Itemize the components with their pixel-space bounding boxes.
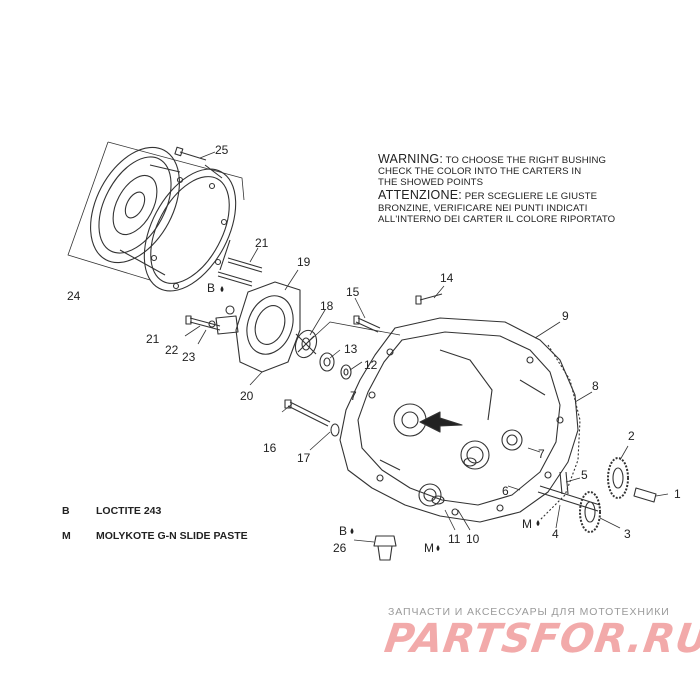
callout-6: 6 [502,484,509,498]
callout-15: 15 [346,285,360,299]
callout-19: 19 [297,255,311,269]
legend-text-loctite: LOCTITE 243 [96,505,162,517]
attention-line-2: BRONZINE, VERIFICARE NEI PUNTI INDICATI [378,202,588,214]
drop-icon [536,520,540,526]
callout-17: 17 [297,451,311,465]
callout-3: 3 [624,527,631,541]
warning-line-1: TO CHOOSE THE RIGHT BUSHING [445,155,607,166]
callout-7-right: 7 [538,447,545,461]
screw-part-25 [174,146,207,161]
warning-title: WARNING: [378,152,444,166]
screw-part-15 [353,315,381,333]
screw-part-14 [415,293,443,305]
callout-m-shaft: M [522,517,532,531]
warning-line-2: CHECK THE COLOR INTO THE CARTERS IN [378,166,582,178]
callout-25: 25 [215,143,229,157]
legend-molykote: M MOLYKOTE G-N SLIDE PASTE [62,530,248,542]
callout-8: 8 [592,379,599,393]
gear-part-3 [579,491,601,533]
callout-1: 1 [674,487,681,501]
attention-title: ATTENZIONE: [378,188,462,203]
legend-text-molykote: MOLYKOTE G-N SLIDE PASTE [96,530,248,542]
callout-20: 20 [240,389,254,403]
warning-line-3: THE SHOWED POINTS [378,177,484,189]
callout-b-plug: B [339,524,347,538]
crankcase-part [339,317,579,523]
callout-9: 9 [562,309,569,323]
shaft-part-4 [537,485,601,512]
attention-line-3: ALL'INTERNO DEI CARTER IL COLORE RIPORTA… [378,213,616,225]
clutch-cover-part [90,146,237,292]
indicator-arrow-icon [419,411,463,433]
drop-icon [220,286,224,292]
callout-7-top: 7 [350,389,357,403]
callout-10: 10 [466,532,480,546]
callout-16: 16 [263,441,277,455]
callout-12: 12 [364,358,378,372]
dowel-part-17 [330,423,340,437]
callout-14: 14 [440,271,454,285]
seal-part-13 [319,352,335,372]
callout-21-top: 21 [255,236,269,250]
watermark-logo: PARTSFOR.RU [381,616,700,662]
warning-note: WARNING: TO CHOOSE THE RIGHT BUSHING CHE… [378,152,678,225]
leader-lines [184,151,669,543]
water-pump-part [208,281,301,373]
callout-24: 24 [67,289,81,303]
pin-part-1 [633,487,657,503]
drop-icon [350,528,354,534]
screws-part-21 [185,257,263,331]
callout-4: 4 [552,527,559,541]
callout-13: 13 [344,342,358,356]
callout-m-bushing: M [424,541,434,555]
legend-symbol-m: M [62,530,71,542]
callout-18: 18 [320,299,334,313]
callout-b-pump: B [207,281,215,295]
attention-line-1: PER SCEGLIERE LE GIUSTE [464,191,598,203]
seal-part-12 [340,364,352,380]
callout-21-bottom: 21 [146,332,160,346]
legend-symbol-b: B [62,505,70,517]
watermark-tagline: ЗАПЧАСТИ И АКСЕССУАРЫ ДЛЯ МОТОТЕХНИКИ [388,606,670,618]
bushing-part-10-11 [431,457,477,505]
drain-plug-part [373,535,397,561]
callout-5: 5 [581,468,588,482]
washer-part-5 [559,471,569,495]
legend-loctite: B LOCTITE 243 [62,505,161,517]
gear-part-2 [607,457,629,499]
callout-23: 23 [182,350,196,364]
callout-2: 2 [628,429,635,443]
callout-26: 26 [333,541,347,555]
callout-22: 22 [165,343,179,357]
callout-11: 11 [448,532,461,546]
drop-icon [436,545,440,551]
screw-part-16 [284,399,331,427]
